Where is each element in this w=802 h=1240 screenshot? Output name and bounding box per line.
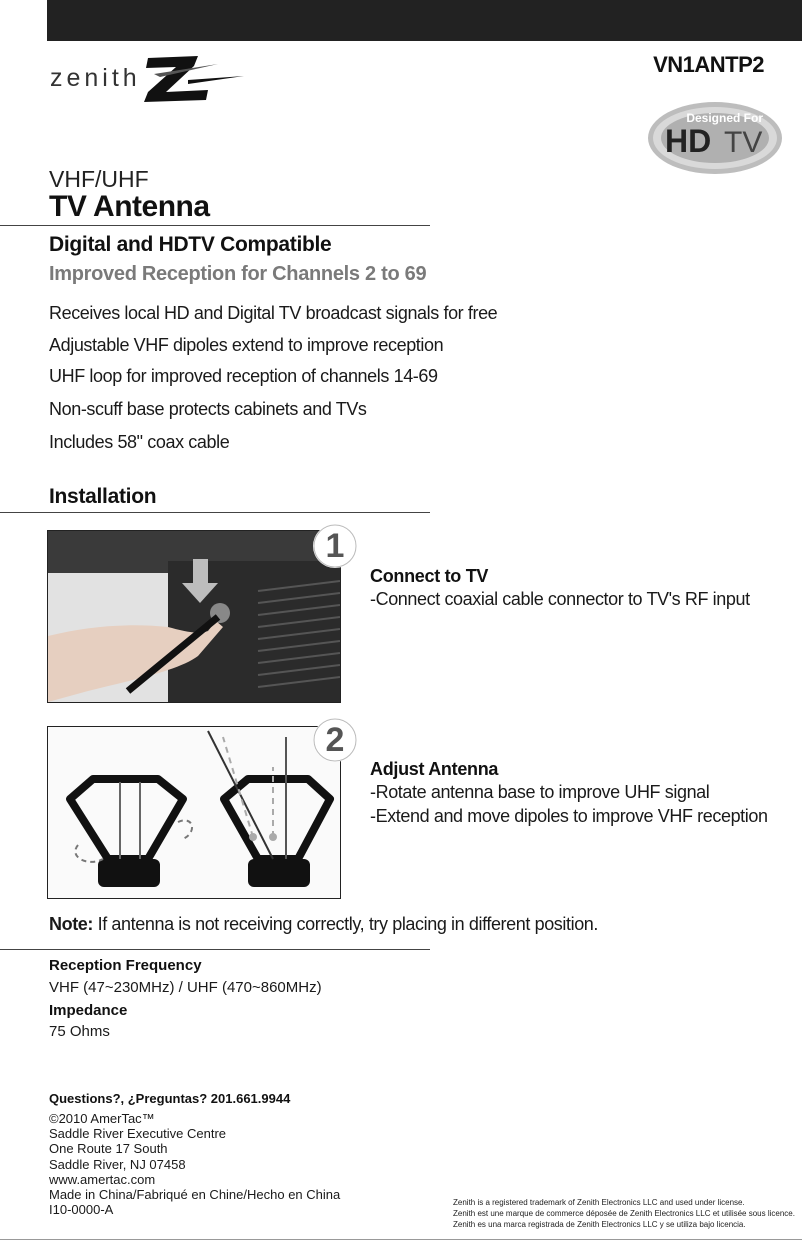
origin-line: Made in China/Fabriqué en Chine/Hecho en… — [49, 1187, 341, 1203]
antenna-left-illustration — [66, 775, 193, 887]
step-1-photo — [47, 530, 341, 703]
step-1-badge: 1 — [313, 524, 357, 568]
logo-wordmark: zenith — [50, 64, 141, 92]
step-2-instruction-rotate: -Rotate antenna base to improve UHF sign… — [370, 782, 710, 802]
step-2-badge: 2 — [313, 718, 357, 762]
step-2-number: 2 — [325, 720, 345, 759]
legal-line: Zenith est une marque de commerce déposé… — [453, 1209, 795, 1218]
feature-item: Includes 58" coax cable — [49, 432, 230, 452]
step-1-title: Connect to TV — [370, 566, 489, 586]
top-bar — [47, 0, 802, 41]
trademark-notice: Zenith is a registered trademark of Zeni… — [453, 1197, 795, 1230]
hdtv-badge-hd-text: HD — [665, 123, 711, 159]
step-1-instruction: -Connect coaxial cable connector to TV's… — [370, 589, 750, 609]
impedance-label: Impedance — [49, 1002, 128, 1019]
company-address: ©2010 AmerTac™ Saddle River Executive Ce… — [49, 1111, 340, 1217]
feature-item: Non-scuff base protects cabinets and TVs — [49, 399, 367, 419]
installation-heading: Installation — [49, 485, 157, 508]
installation-divider — [0, 512, 430, 513]
feature-item: UHF loop for improved reception of chann… — [49, 366, 438, 386]
website-line: www.amertac.com — [49, 1171, 156, 1187]
reception-tagline: Improved Reception for Channels 2 to 69 — [49, 263, 427, 285]
antenna-right-illustration — [207, 730, 334, 887]
reception-frequency-value: VHF (47~230MHz) / UHF (470~860MHz) — [49, 979, 322, 996]
designed-for-hdtv-badge: Designed For HD TV — [645, 97, 785, 177]
step-2-title: Adjust Antenna — [370, 759, 499, 779]
note-text: If antenna is not receiving correctly, t… — [97, 914, 599, 934]
zenith-z-icon — [144, 56, 244, 102]
compatibility-heading: Digital and HDTV Compatible — [49, 233, 332, 256]
part-number: I10-0000-A — [49, 1202, 114, 1218]
product-name: TV Antenna — [49, 190, 210, 223]
legal-line: Zenith es una marca registrada de Zenith… — [453, 1220, 746, 1229]
step-2-instruction-extend: -Extend and move dipoles to improve VHF … — [370, 806, 768, 826]
impedance-value: 75 Ohms — [49, 1023, 110, 1040]
hdtv-badge-tv-text: TV — [724, 126, 762, 159]
note-label: Note: — [49, 914, 93, 934]
feature-item: Receives local HD and Digital TV broadca… — [49, 303, 498, 323]
title-divider — [0, 225, 430, 226]
note-divider — [0, 949, 430, 950]
questions-phone: Questions?, ¿Preguntas? 201.661.9944 — [49, 1091, 291, 1106]
copyright-line: ©2010 AmerTac™ — [49, 1111, 155, 1126]
product-type: VHF/UHF — [49, 166, 149, 192]
zenith-logo: zenith — [48, 52, 248, 104]
step-1-number: 1 — [325, 526, 345, 565]
reception-frequency-label: Reception Frequency — [49, 957, 202, 974]
address-line: Saddle River Executive Centre — [49, 1126, 227, 1142]
feature-item: Adjustable VHF dipoles extend to improve… — [49, 335, 444, 355]
step-2-photo — [47, 726, 341, 899]
placement-note: Note: If antenna is not receiving correc… — [49, 914, 598, 935]
address-line: Saddle River, NJ 07458 — [49, 1156, 186, 1172]
legal-line: Zenith is a registered trademark of Zeni… — [453, 1198, 745, 1207]
model-number: VN1ANTP2 — [653, 52, 764, 77]
hdtv-badge-top-text: Designed For — [686, 111, 763, 125]
address-line: One Route 17 South — [49, 1141, 168, 1157]
